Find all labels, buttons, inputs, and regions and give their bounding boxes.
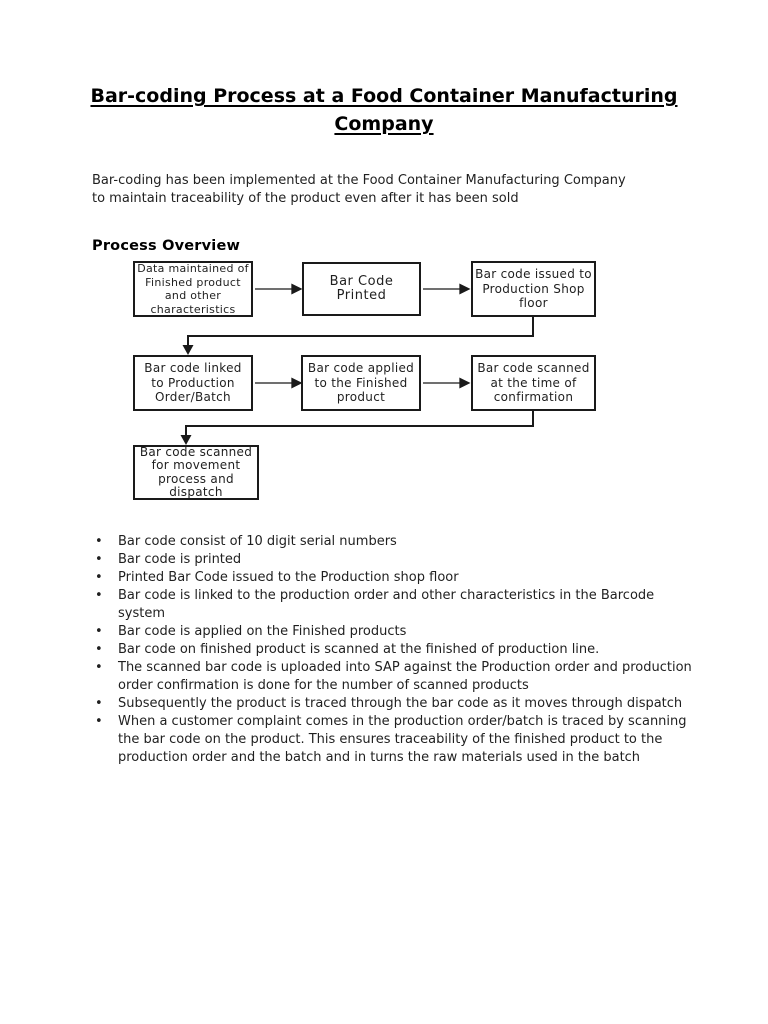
flow-box-bar-code-issued: Bar code issued to Production Shop floor bbox=[471, 261, 596, 317]
section-heading: Process Overview bbox=[92, 238, 241, 255]
flow-box-bar-code-scanned-movement: Bar code scanned for movement process an… bbox=[133, 445, 259, 500]
arrow-down-head-icon bbox=[180, 435, 192, 445]
bullet-item: When a customer complaint comes in the p… bbox=[92, 713, 698, 767]
page-title: Bar-coding Process at a Food Container M… bbox=[90, 85, 678, 135]
bullet-item: Printed Bar Code issued to the Productio… bbox=[92, 569, 698, 587]
bullet-item: Bar code is applied on the Finished prod… bbox=[92, 623, 698, 641]
flowchart-connectors bbox=[180, 283, 534, 445]
flow-box-data-maintained: Data maintained of Finished product and … bbox=[133, 261, 253, 317]
arrow-right-head-icon bbox=[291, 283, 303, 295]
flow-box-bar-code-linked: Bar code linked to Production Order/Batc… bbox=[133, 355, 253, 411]
elbow-connector bbox=[187, 317, 534, 348]
bullet-item: Subsequently the product is traced throu… bbox=[92, 695, 698, 713]
flow-box-bar-code-scanned-confirmation: Bar code scanned at the time of confirma… bbox=[471, 355, 596, 411]
flow-box-bar-code-printed: Bar Code Printed bbox=[302, 262, 421, 316]
arrow-down-head-icon bbox=[182, 345, 194, 355]
elbow-connector bbox=[185, 411, 534, 438]
flow-box-bar-code-applied: Bar code applied to the Finished product bbox=[301, 355, 421, 411]
intro-paragraph: Bar-coding has been implemented at the F… bbox=[92, 173, 626, 206]
bullet-item: The scanned bar code is uploaded into SA… bbox=[92, 659, 698, 695]
arrow-right-head-icon bbox=[459, 377, 471, 389]
bullet-item: Bar code is printed bbox=[92, 551, 698, 569]
bullet-item: Bar code on finished product is scanned … bbox=[92, 641, 698, 659]
bullet-list: Bar code consist of 10 digit serial numb… bbox=[92, 533, 698, 767]
bullet-item: Bar code is linked to the production ord… bbox=[92, 587, 698, 623]
arrow-right-head-icon bbox=[291, 377, 303, 389]
arrow-right-head-icon bbox=[459, 283, 471, 295]
bullet-item: Bar code consist of 10 digit serial numb… bbox=[92, 533, 698, 551]
